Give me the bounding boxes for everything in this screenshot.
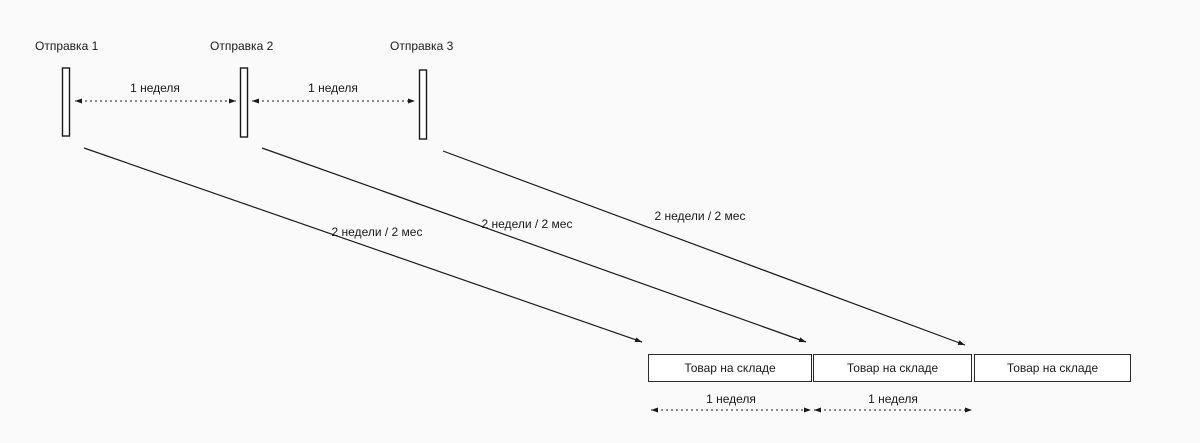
warehouse-box-1: Товар на складе — [648, 354, 812, 382]
transit-1-label: 2 недели / 2 мес — [331, 225, 423, 239]
shipment-3-label: Отправка 3 — [390, 39, 454, 53]
transit-arrow-2 — [261, 147, 807, 343]
warehouse-box-1-label: Товар на складе — [684, 361, 776, 375]
shipment-1-label: Отправка 1 — [35, 39, 99, 53]
transit-arrow-3 — [442, 150, 966, 346]
shipment-1-bar — [61, 67, 71, 137]
warehouse-box-3-label: Товар на складе — [1006, 361, 1099, 375]
bottom-interval-1-label: 1 неделя — [706, 392, 756, 406]
transit-arrow-1 — [83, 147, 643, 343]
transit-2-label: 2 недели / 2 мес — [481, 217, 573, 231]
warehouse-box-2-label: Товар на складе — [846, 361, 939, 375]
shipment-2-bar — [239, 67, 249, 138]
warehouse-box-2: Товар на складе — [813, 354, 972, 382]
transit-3-label: 2 недели / 2 мес — [654, 209, 746, 223]
top-interval-1-label: 1 неделя — [130, 81, 180, 95]
top-interval-2-label: 1 неделя — [308, 81, 358, 95]
bottom-interval-2-label: 1 неделя — [868, 392, 918, 406]
shipment-2-label: Отправка 2 — [210, 39, 274, 53]
warehouse-box-3: Товар на складе — [974, 354, 1131, 382]
shipment-3-bar — [418, 69, 428, 140]
